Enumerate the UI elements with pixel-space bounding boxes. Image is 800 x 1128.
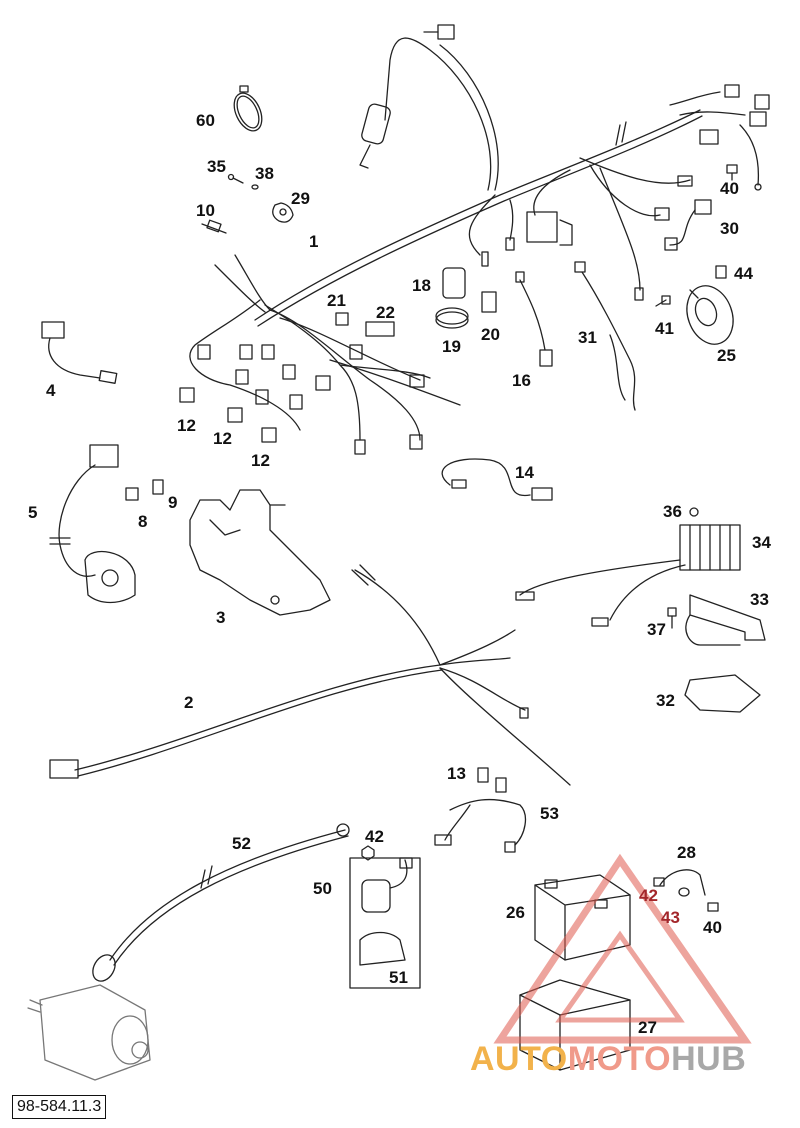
part-42-nut	[361, 845, 375, 861]
lighting-loom	[189, 254, 461, 455]
watermark-text: AUTOMOTOHUB	[470, 1040, 746, 1079]
callout-43: 43	[661, 908, 680, 927]
callout-8: 8	[138, 512, 148, 531]
part-14-sensor-lead	[441, 458, 553, 501]
part-22-connector	[365, 321, 395, 337]
part-31-cable	[574, 261, 636, 411]
part-43-washer	[678, 887, 690, 897]
callout-16: 16	[512, 371, 531, 390]
part-10-fuse	[201, 219, 227, 234]
part-29-clip	[272, 202, 294, 223]
part-50-51-group	[349, 857, 421, 989]
part-8-relay	[125, 487, 139, 501]
watermark-moto: MOTO	[567, 1040, 672, 1078]
callout-28: 28	[677, 843, 696, 862]
part-19-rubber-holder	[435, 307, 469, 329]
callout-33: 33	[750, 590, 769, 609]
starter-motor	[27, 984, 151, 1081]
callout-60: 60	[196, 111, 215, 130]
diagram-reference-number: 98-584.11.3	[12, 1095, 107, 1119]
part-32-pad	[684, 674, 761, 713]
callout-14: 14	[515, 463, 534, 482]
part-34-regulator	[515, 524, 741, 627]
part-28-cable	[653, 869, 706, 896]
part-4-switch	[41, 321, 118, 384]
callout-40-top: 40	[720, 179, 739, 198]
part-52-starter-cable	[92, 823, 350, 982]
callout-52: 52	[232, 834, 251, 853]
part-41-bolt	[655, 295, 671, 307]
callout-21: 21	[327, 291, 346, 310]
callout-5: 5	[28, 503, 38, 522]
callout-4: 4	[46, 381, 56, 400]
callout-10: 10	[196, 201, 215, 220]
watermark-auto: AUTO	[470, 1040, 568, 1078]
callout-2: 2	[184, 693, 194, 712]
part-1-main-harness	[254, 24, 770, 327]
callout-42-top: 42	[365, 827, 384, 846]
part-53-harness	[434, 798, 527, 853]
callout-53: 53	[540, 804, 559, 823]
callout-22: 22	[376, 303, 395, 322]
callout-1: 1	[309, 232, 319, 251]
callout-29: 29	[291, 189, 310, 208]
part-5-handlebar-switch	[49, 444, 136, 604]
callout-40-bottom: 40	[703, 918, 722, 937]
part-35-screw	[227, 173, 244, 184]
part-40-bolt-bottom	[707, 902, 719, 912]
callout-25: 25	[717, 346, 736, 365]
callout-42-bottom: 42	[639, 886, 658, 905]
callout-50: 50	[313, 879, 332, 898]
callout-26: 26	[506, 903, 525, 922]
callout-27: 27	[638, 1018, 657, 1037]
part-12-connectors	[179, 387, 277, 443]
part-9-terminal	[152, 479, 164, 495]
part-36-nut	[689, 507, 699, 517]
callout-18: 18	[412, 276, 431, 295]
part-33-bracket	[685, 594, 766, 646]
callout-12-a: 12	[177, 416, 196, 435]
callout-35: 35	[207, 157, 226, 176]
part-18-relay	[442, 267, 466, 299]
part-16-sensor	[515, 271, 553, 367]
callout-20: 20	[481, 325, 500, 344]
part-38-washer	[251, 184, 259, 190]
callout-9: 9	[168, 493, 178, 512]
part-60-cable-tie	[233, 85, 263, 132]
callout-36: 36	[663, 502, 682, 521]
watermark-logo-icon	[493, 853, 752, 1044]
callout-38: 38	[255, 164, 274, 183]
part-21-flasher	[335, 312, 349, 326]
watermark-hub: HUB	[671, 1040, 747, 1078]
callout-44: 44	[734, 264, 753, 283]
part-13-fuse	[477, 767, 507, 793]
callout-31: 31	[578, 328, 597, 347]
part-3-bracket	[189, 489, 331, 616]
callout-12-c: 12	[251, 451, 270, 470]
callout-13: 13	[447, 764, 466, 783]
callout-30: 30	[720, 219, 739, 238]
part-2-harness	[49, 564, 571, 786]
callout-37: 37	[647, 620, 666, 639]
part-30-switch	[664, 199, 712, 251]
part-40-bolt-top	[726, 164, 738, 181]
callout-3: 3	[216, 608, 226, 627]
callout-34: 34	[752, 533, 771, 552]
part-37-bolt	[667, 607, 677, 629]
part-44-bracket	[715, 265, 727, 279]
part-25-horn	[686, 285, 734, 345]
part-20-plate	[481, 291, 497, 313]
callout-51: 51	[389, 968, 408, 987]
callout-32: 32	[656, 691, 675, 710]
callout-41: 41	[655, 319, 674, 338]
callout-19: 19	[442, 337, 461, 356]
callout-12-b: 12	[213, 429, 232, 448]
